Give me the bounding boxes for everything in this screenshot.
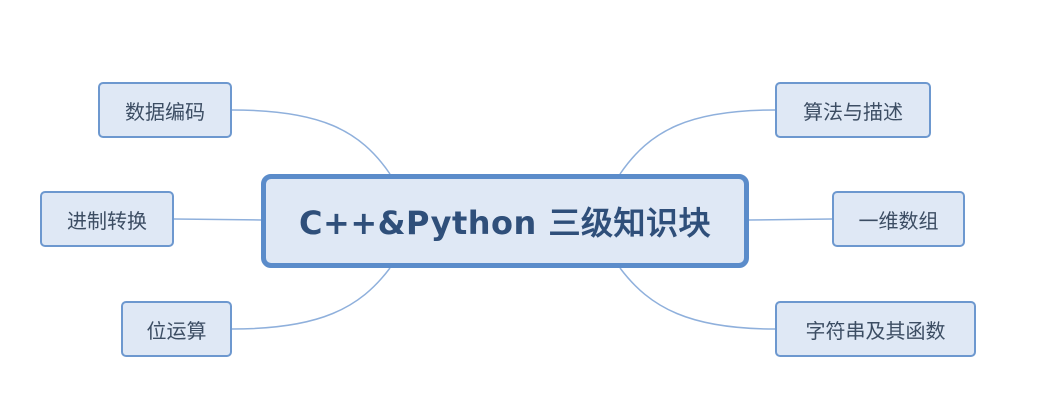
branch-label: 字符串及其函数 [805,318,946,343]
branch-node-string-functions[interactable]: 字符串及其函数 [775,301,976,357]
branch-label: 数据编码 [125,99,205,124]
central-topic[interactable]: C++&Python 三级知识块 [261,174,749,268]
connector-to-string-functions [619,267,776,330]
connector-to-bit-operation [231,267,391,330]
branch-node-1d-array[interactable]: 一维数组 [832,191,965,247]
branch-label: 进制转换 [67,208,147,233]
connector-to-1d-array [748,218,833,221]
connector-to-algorithm [619,109,776,175]
branch-node-bit-operation[interactable]: 位运算 [121,301,232,357]
branch-node-algorithm[interactable]: 算法与描述 [775,82,931,138]
central-topic-label: C++&Python 三级知识块 [299,204,711,242]
branch-node-base-conversion[interactable]: 进制转换 [40,191,174,247]
branch-label: 一维数组 [858,208,939,233]
branch-label: 算法与描述 [803,99,903,124]
connector-to-base-conversion [173,218,262,221]
connector-to-data-encoding [231,109,391,175]
branch-node-data-encoding[interactable]: 数据编码 [98,82,232,138]
branch-label: 位运算 [146,318,207,343]
